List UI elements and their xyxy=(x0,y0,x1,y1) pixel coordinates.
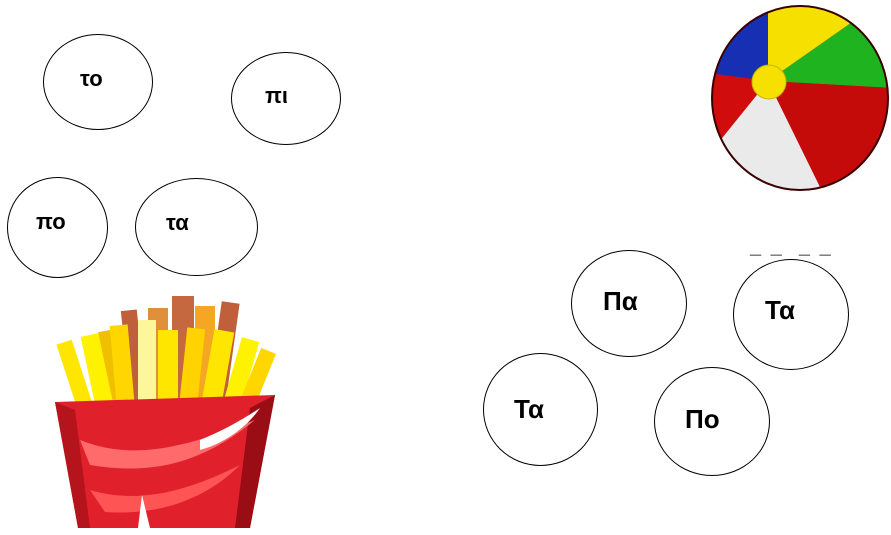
syllable-label: Πα xyxy=(603,286,638,316)
syllable-label: Τα xyxy=(514,394,544,424)
answer-blank: _ _ _ _ xyxy=(750,236,833,258)
ball-green-panel xyxy=(768,18,888,88)
syllable-circle-Po[interactable]: Πο xyxy=(654,367,770,476)
syllable-label: πο xyxy=(36,209,66,234)
french-fries-picture xyxy=(55,296,277,528)
syllable-circle-pi[interactable]: πι xyxy=(231,52,341,145)
beach-ball-picture xyxy=(711,5,889,191)
syllable-label: Πο xyxy=(685,404,720,434)
syllable-circle-po[interactable]: πο xyxy=(7,177,108,278)
syllable-label: το xyxy=(80,66,103,91)
syllable-circle-ta[interactable]: τα xyxy=(135,178,258,276)
syllable-label: Τα xyxy=(765,295,795,325)
syllable-label: πι xyxy=(265,83,288,108)
syllable-circle-Ta-top[interactable]: Τα xyxy=(733,259,849,370)
ball-white-panel xyxy=(718,81,823,190)
ball-center-cap xyxy=(751,64,787,100)
syllable-label: τα xyxy=(166,210,189,235)
syllable-circle-to[interactable]: το xyxy=(43,34,153,130)
syllable-circle-Pa[interactable]: Πα xyxy=(571,250,687,357)
ball-yellow-panel xyxy=(768,6,868,81)
syllable-circle-Ta-bottom[interactable]: Τα xyxy=(483,353,598,466)
